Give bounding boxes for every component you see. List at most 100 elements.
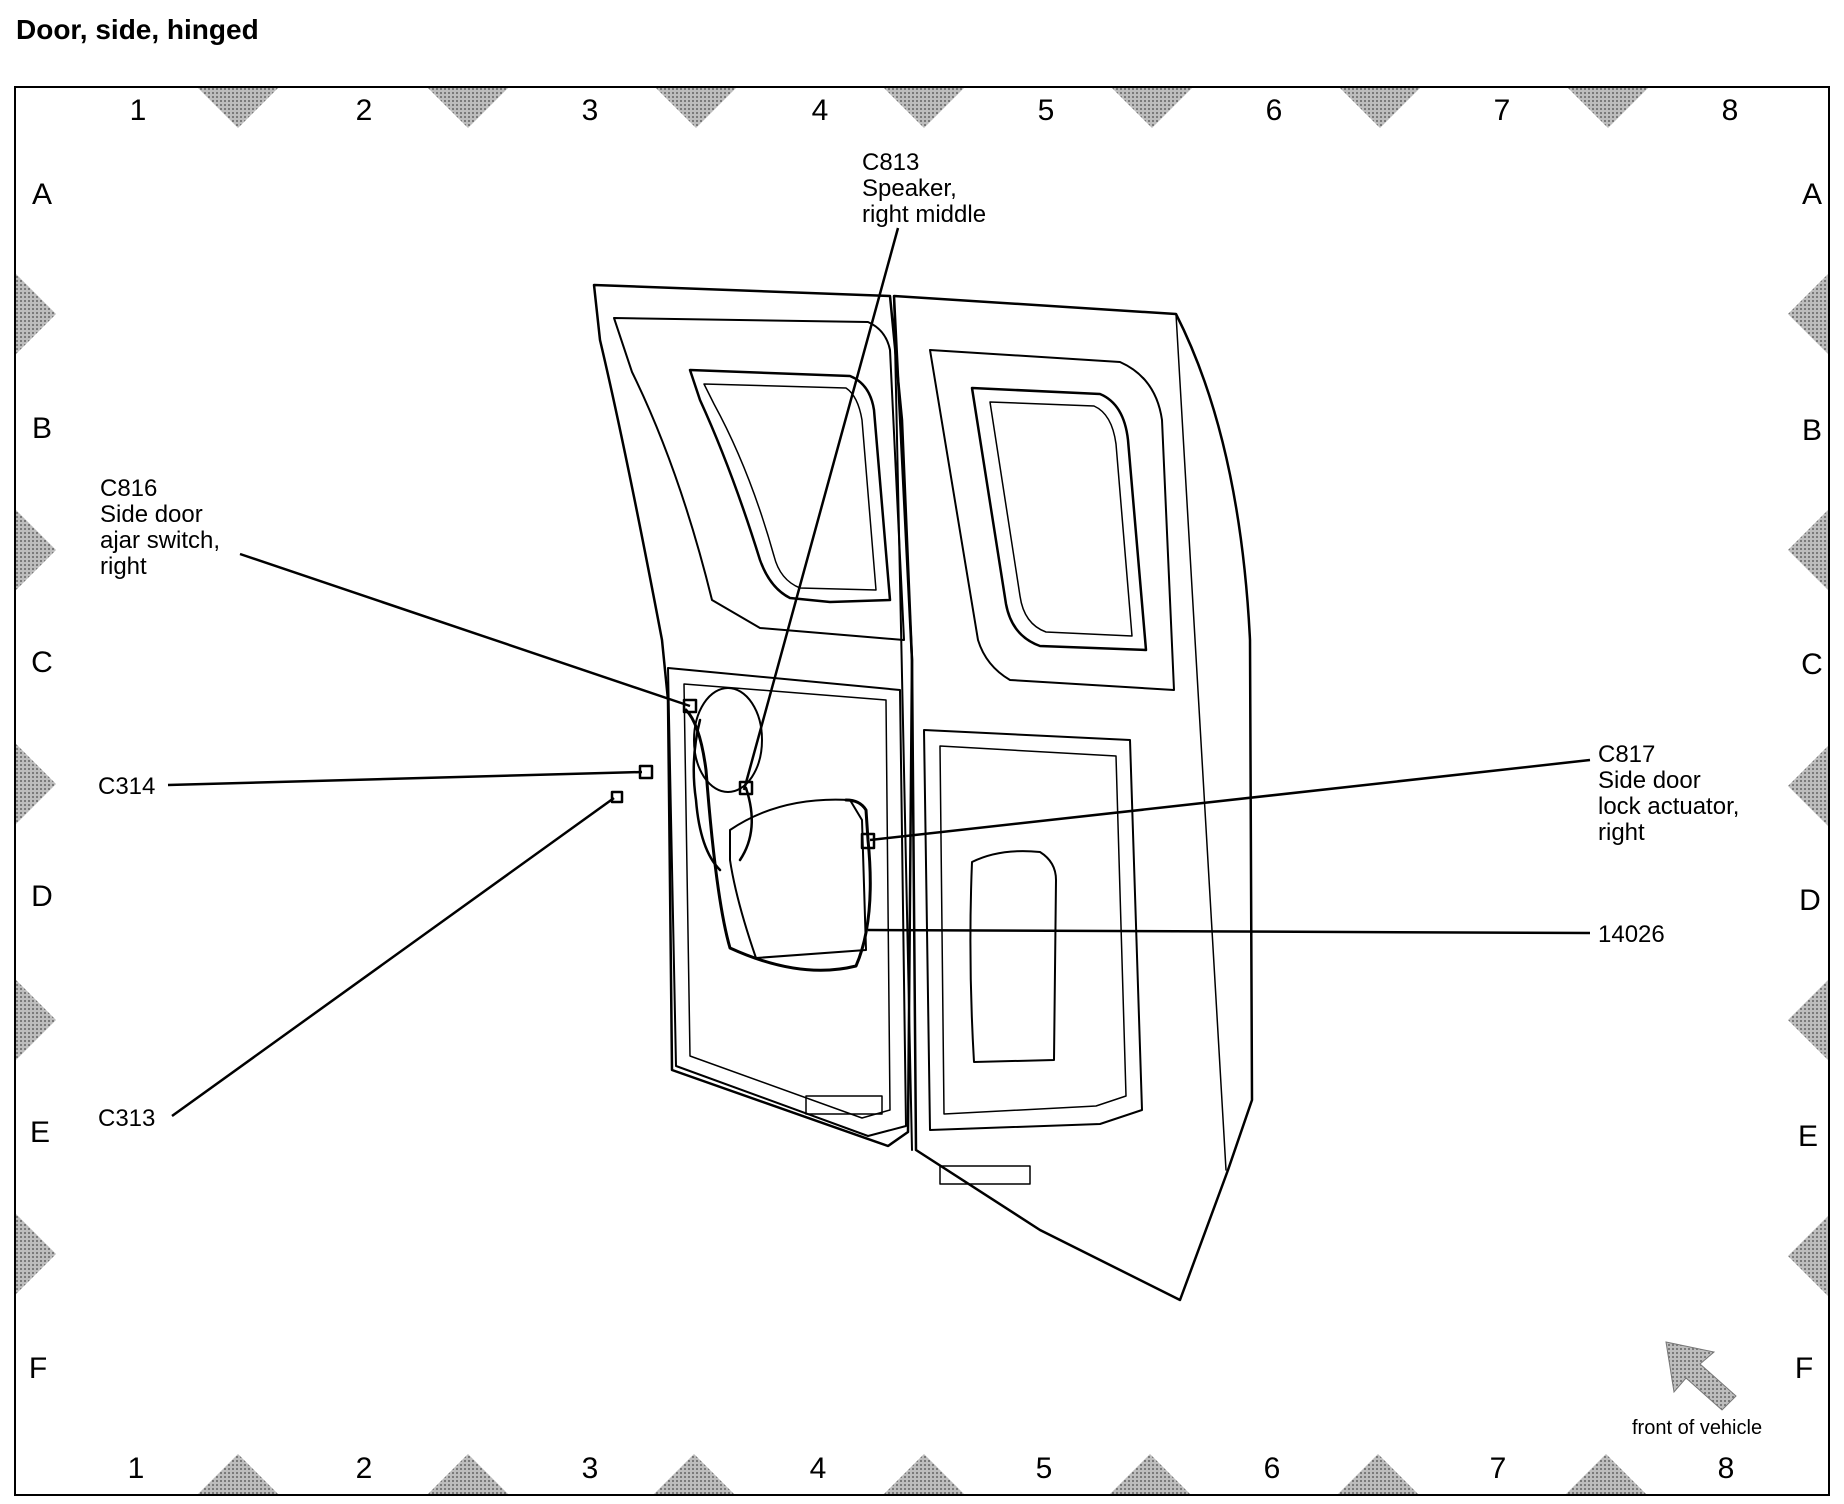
leader-line-c816 xyxy=(239,552,691,708)
right-window-inner xyxy=(970,386,1148,652)
grid-marker-right xyxy=(1788,980,1828,1060)
right-door-panel xyxy=(892,294,1254,1302)
row-label-left-b: B xyxy=(32,412,52,445)
row-labels-left: A B C D E F xyxy=(29,178,53,1385)
grid-marker-right xyxy=(1788,746,1828,826)
grid-marker-right xyxy=(1788,274,1828,354)
wire-harness xyxy=(684,708,872,972)
grid-marker-right xyxy=(1788,1216,1828,1296)
row-label-left-d: D xyxy=(31,880,53,913)
col-label-top-5: 5 xyxy=(1038,94,1055,127)
wire-harness-branch xyxy=(692,718,722,872)
lower-step-plate xyxy=(805,1095,883,1115)
callout-c816-line-3: ajar switch, xyxy=(100,527,220,554)
col-label-top-7: 7 xyxy=(1494,94,1511,127)
grid-marker-bottom xyxy=(1566,1454,1646,1494)
left-trim-inner xyxy=(683,683,891,1119)
grid-marker-bottom xyxy=(654,1454,734,1494)
grid-marker-left xyxy=(16,980,56,1060)
left-window-outer xyxy=(613,317,905,641)
grid-marker-top xyxy=(1112,88,1192,128)
row-label-right-e: E xyxy=(1798,1120,1818,1153)
callout-c817-line-1: C817 xyxy=(1598,741,1655,768)
front-of-vehicle-indicator: front of vehicle xyxy=(1632,1341,1762,1439)
connector-c816 xyxy=(682,698,698,714)
row-label-right-a: A xyxy=(1802,178,1822,211)
column-labels-bottom: 1 2 3 4 5 6 7 8 xyxy=(128,1452,1735,1485)
grid-marker-top xyxy=(656,88,736,128)
grid-marker-top xyxy=(1568,88,1648,128)
col-label-bottom-8: 8 xyxy=(1718,1452,1735,1485)
left-access-opening xyxy=(729,798,867,959)
col-label-bottom-5: 5 xyxy=(1036,1452,1053,1485)
door-seam xyxy=(893,295,913,1151)
callout-c813-line-2: Speaker, xyxy=(862,175,957,202)
grid-marker-right xyxy=(1788,510,1828,590)
left-door-panel xyxy=(592,283,914,1148)
callout-c817: C817 Side door lock actuator, right xyxy=(1598,741,1739,846)
grid-marker-bottom xyxy=(884,1454,964,1494)
leader-line-c313 xyxy=(171,796,615,1118)
col-label-bottom-2: 2 xyxy=(356,1452,373,1485)
speaker-opening xyxy=(693,687,763,793)
right-access-opening xyxy=(969,850,1057,1063)
right-window-glass xyxy=(989,401,1133,637)
left-window-glass xyxy=(703,383,877,591)
leader-line-c817 xyxy=(869,758,1591,842)
grid-marker-left xyxy=(16,744,56,824)
callout-c816-line-2: Side door xyxy=(100,501,203,528)
col-label-top-1: 1 xyxy=(130,94,147,127)
grid-marker-left xyxy=(16,1214,56,1294)
leader-lines xyxy=(167,227,1591,1118)
callout-c817-line-4: right xyxy=(1598,819,1645,846)
row-label-right-f: F xyxy=(1795,1352,1813,1385)
grid-marker-bottom xyxy=(428,1454,508,1494)
side-door-illustration xyxy=(592,283,1254,1302)
row-label-right-d: D xyxy=(1799,884,1821,917)
row-labels-right: A B C D E F xyxy=(1795,178,1823,1385)
row-label-left-c: C xyxy=(31,646,53,679)
door-edge xyxy=(1175,313,1227,1171)
col-label-bottom-4: 4 xyxy=(810,1452,827,1485)
col-label-top-6: 6 xyxy=(1266,94,1283,127)
callout-c813-line-3: right middle xyxy=(862,201,986,228)
col-label-top-4: 4 xyxy=(812,94,829,127)
callout-14026: 14026 xyxy=(1598,921,1665,948)
grid-marker-left xyxy=(16,510,56,590)
callout-c817-line-3: lock actuator, xyxy=(1598,793,1739,820)
right-trim-inner xyxy=(939,745,1127,1115)
right-trim-panel xyxy=(923,729,1143,1131)
front-of-vehicle-label: front of vehicle xyxy=(1632,1417,1762,1439)
diagram-frame xyxy=(14,86,1830,1496)
grid-marker-top xyxy=(1340,88,1420,128)
callout-c313: C313 xyxy=(98,1105,155,1132)
row-label-right-c: C xyxy=(1801,648,1823,681)
grid-marker-bottom xyxy=(198,1454,278,1494)
right-window-outer xyxy=(929,349,1175,691)
leader-line-c813 xyxy=(742,227,900,791)
front-arrow-icon xyxy=(1665,1341,1737,1411)
col-label-bottom-6: 6 xyxy=(1264,1452,1281,1485)
col-label-bottom-3: 3 xyxy=(582,1452,599,1485)
callout-c816: C816 Side door ajar switch, right xyxy=(100,475,220,580)
connector-c313 xyxy=(610,790,624,804)
grid-marker-top xyxy=(428,88,508,128)
col-label-top-8: 8 xyxy=(1722,94,1739,127)
col-label-bottom-1: 1 xyxy=(128,1452,145,1485)
left-trim-panel xyxy=(667,667,907,1137)
callout-c816-line-4: right xyxy=(100,553,147,580)
row-label-left-a: A xyxy=(32,178,52,211)
grid-marker-bottom xyxy=(1110,1454,1190,1494)
callout-c314: C314 xyxy=(98,773,155,800)
row-label-left-f: F xyxy=(29,1352,47,1385)
wire-harness-branch xyxy=(738,786,753,862)
row-label-right-b: B xyxy=(1802,414,1822,447)
grid-marker-left xyxy=(16,274,56,354)
grid-marker-top xyxy=(198,88,278,128)
row-label-left-e: E xyxy=(30,1116,50,1149)
grid-marker-bottom xyxy=(1338,1454,1418,1494)
left-window-inner xyxy=(688,368,892,604)
col-label-top-2: 2 xyxy=(356,94,373,127)
grid-markers xyxy=(16,88,1828,1494)
